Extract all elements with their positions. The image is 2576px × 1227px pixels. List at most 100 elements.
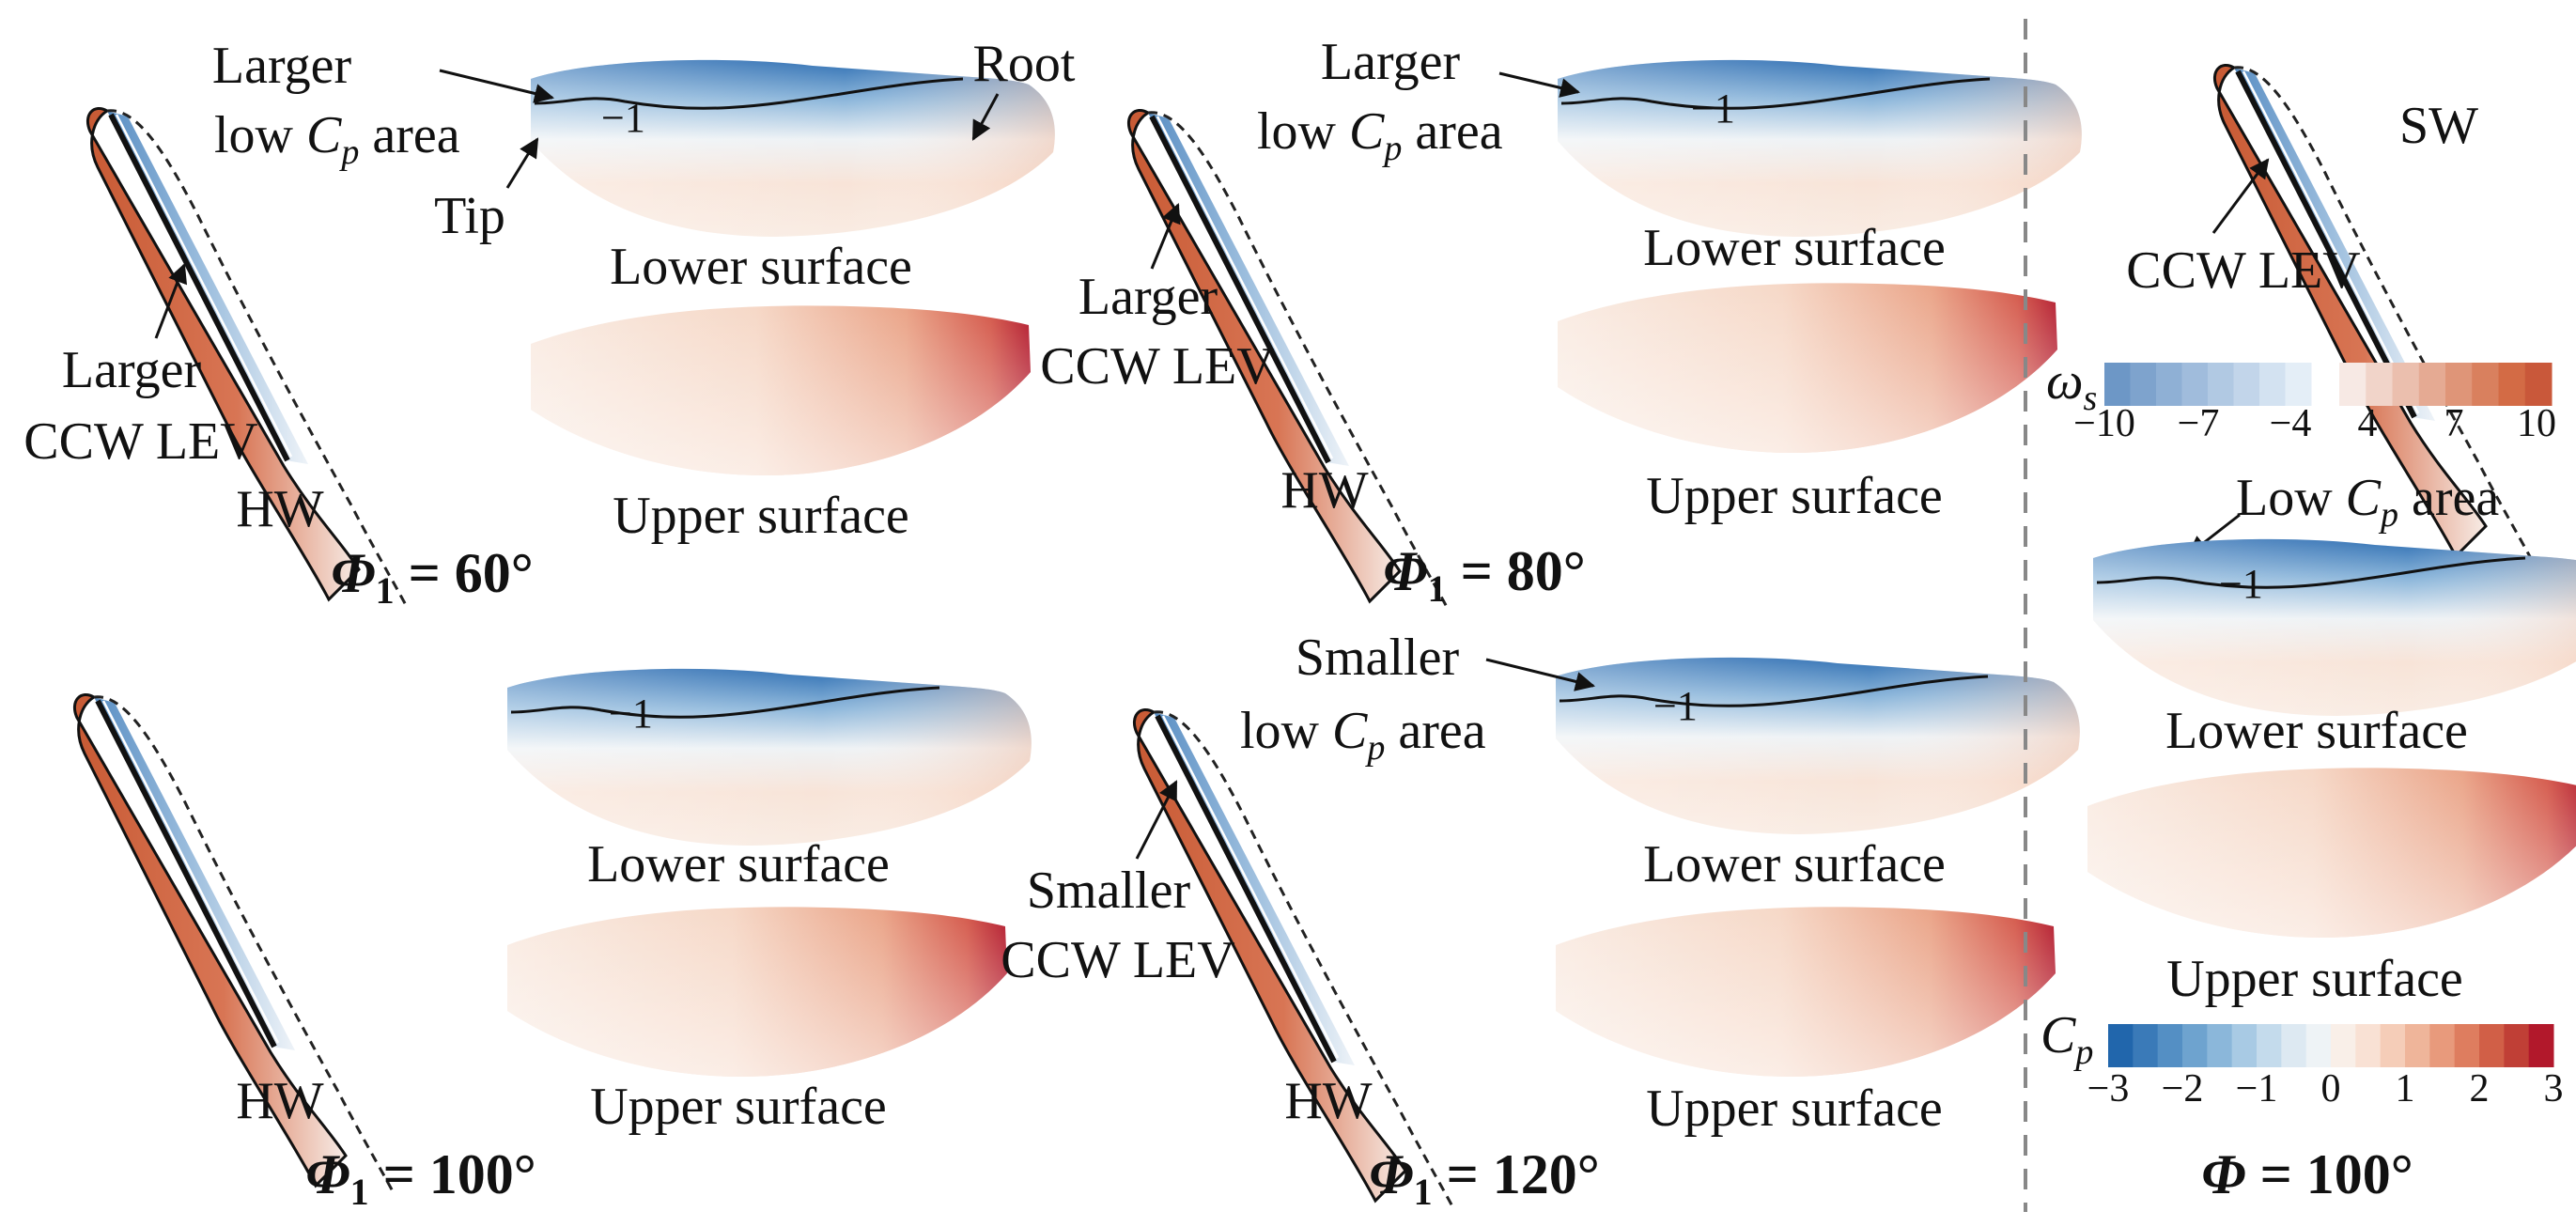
cp-swatch-5	[2231, 1024, 2258, 1067]
panel-title: Φ1 = 120°	[1369, 1143, 1600, 1213]
lowcp-arrow	[1498, 71, 1581, 98]
wing-label: HW	[236, 1072, 323, 1130]
wing-label: HW	[236, 480, 323, 538]
lower-surface-map	[505, 667, 1033, 847]
vorticity-symbol: ωs	[2046, 352, 2097, 418]
lower-surface-label: Lower surface	[587, 835, 890, 893]
cp-tick: 3	[2544, 1067, 2564, 1111]
vort-pos-swatch-2	[2392, 363, 2420, 406]
vort-neg-swatch-7	[2285, 363, 2312, 406]
cp-swatch-11	[2380, 1024, 2406, 1067]
cp-tick: −3	[2087, 1067, 2130, 1111]
vort-neg-swatch-4	[2208, 363, 2234, 406]
lev-arrow	[1135, 780, 1178, 860]
sw-contour-label: −1	[2219, 561, 2263, 607]
contour-label: −1	[601, 95, 645, 141]
cp-swatch-8	[2305, 1024, 2332, 1067]
upper-surface-map	[1556, 907, 2056, 1077]
sw-lev-label: CCW LEV	[2126, 241, 2360, 300]
lev-label-line2: CCW LEV	[1001, 931, 1234, 989]
sw-lower-surface-label: Lower surface	[2165, 702, 2468, 760]
root-arrow	[971, 93, 1000, 141]
vort-pos-swatch-5	[2472, 363, 2499, 406]
sw-upper-surface-label: Upper surface	[2166, 950, 2463, 1008]
cp-tick: 1	[2396, 1067, 2415, 1111]
sw-lev-arrow	[2211, 158, 2270, 234]
panel-title: Φ1 = 60°	[331, 542, 534, 612]
panel-sw-phi-100: SW CCW LEV ωs −10 −7 −4 4 7 10 Low Cp ar…	[2041, 65, 2576, 1205]
cp-swatch-0	[2108, 1024, 2134, 1067]
cp-symbol: Cp	[2041, 1006, 2093, 1072]
vort-pos-swatch-7	[2524, 363, 2553, 406]
lowcp-label-line2: low Cp area	[214, 106, 460, 172]
upper-surface-map	[1558, 283, 2057, 453]
upper-surface-map	[531, 305, 1031, 475]
cp-swatch-15	[2479, 1024, 2505, 1067]
vort-neg-swatch-0	[2104, 363, 2131, 406]
cp-swatch-1	[2133, 1024, 2159, 1067]
vort-neg-swatch-2	[2156, 363, 2182, 406]
vort-tick-neg7: −7	[2178, 402, 2220, 445]
lower-surface-label: Lower surface	[1643, 835, 1946, 893]
cp-swatch-12	[2405, 1024, 2430, 1067]
lower-surface-map	[1556, 58, 2084, 239]
lev-label-line2: CCW LEV	[1040, 337, 1274, 396]
cp-swatch-14	[2454, 1024, 2480, 1067]
cp-tick: 2	[2470, 1067, 2490, 1111]
lev-arrow	[1150, 203, 1181, 270]
contour-label: −1	[1691, 85, 1735, 132]
cp-swatch-17	[2528, 1024, 2554, 1067]
contour-label: −1	[609, 691, 653, 737]
tip-arrow	[505, 137, 539, 189]
lowcp-arrow	[1485, 658, 1596, 691]
vort-pos-swatch-6	[2498, 363, 2526, 406]
panel-phi1-120: Smaller low Cp area −1 Lower surface Upp…	[1001, 629, 2082, 1213]
lev-arrow	[154, 263, 188, 339]
upper-surface-label: Upper surface	[613, 487, 909, 545]
upper-surface-label: Upper surface	[590, 1078, 887, 1136]
cp-tick: 0	[2321, 1067, 2341, 1111]
lowcp-label-line1: Smaller	[1296, 629, 1460, 687]
lowcp-label-line2: low Cp area	[1257, 102, 1503, 168]
vort-pos-swatch-0	[2339, 363, 2367, 406]
lowcp-label-line1: Larger	[1321, 33, 1461, 91]
lower-surface-label: Lower surface	[610, 238, 912, 296]
vort-pos-swatch-1	[2366, 363, 2393, 406]
panel-title: Φ1 = 80°	[1383, 540, 1586, 610]
root-label: Root	[973, 35, 1076, 93]
cp-swatch-6	[2257, 1024, 2282, 1067]
lev-label-line1: Smaller	[1027, 862, 1191, 920]
contour-label: −1	[1653, 683, 1698, 729]
lower-surface-label: Lower surface	[1643, 219, 1946, 277]
vort-neg-swatch-5	[2233, 363, 2260, 406]
vort-tick-4: 4	[2358, 402, 2378, 445]
upper-surface-map	[507, 907, 1007, 1077]
sw-panel-title: Φ = 100°	[2201, 1143, 2413, 1205]
tip-label: Tip	[434, 187, 505, 245]
vort-tick-7: 7	[2444, 402, 2464, 445]
cp-swatch-16	[2504, 1024, 2530, 1067]
cp-swatch-2	[2157, 1024, 2183, 1067]
cp-swatch-7	[2281, 1024, 2307, 1067]
panel-phi1-60: Larger low Cp area −1 Root Tip Lower sur…	[23, 35, 1076, 612]
vorticity-pos-swatches	[2339, 363, 2553, 406]
panel-title: Φ1 = 100°	[305, 1143, 536, 1213]
upper-surface-label: Upper surface	[1646, 1079, 1943, 1138]
vort-tick-10: 10	[2517, 402, 2556, 445]
vorticity-colorbar: ωs −10 −7 −4 4 7 10	[2046, 352, 2556, 445]
lowcp-label-line1: Larger	[212, 37, 352, 95]
vort-neg-swatch-1	[2130, 363, 2157, 406]
lowcp-label-line2: low Cp area	[1240, 702, 1486, 768]
panel-phi1-80: Larger low Cp area −1 Lower surface Uppe…	[1040, 33, 2084, 610]
vort-tick-neg10: −10	[2073, 402, 2135, 445]
cp-swatch-13	[2429, 1024, 2456, 1067]
panel-phi1-100: −1 Lower surface Upper surface HW Φ1 = 1…	[74, 667, 1033, 1213]
vort-neg-swatch-3	[2181, 363, 2209, 406]
vort-neg-swatch-6	[2259, 363, 2286, 406]
vort-pos-swatch-3	[2418, 363, 2446, 406]
vorticity-neg-swatches	[2104, 363, 2312, 406]
lev-label-line2: CCW LEV	[23, 412, 257, 471]
sw-upper-surface-map	[2087, 768, 2576, 938]
